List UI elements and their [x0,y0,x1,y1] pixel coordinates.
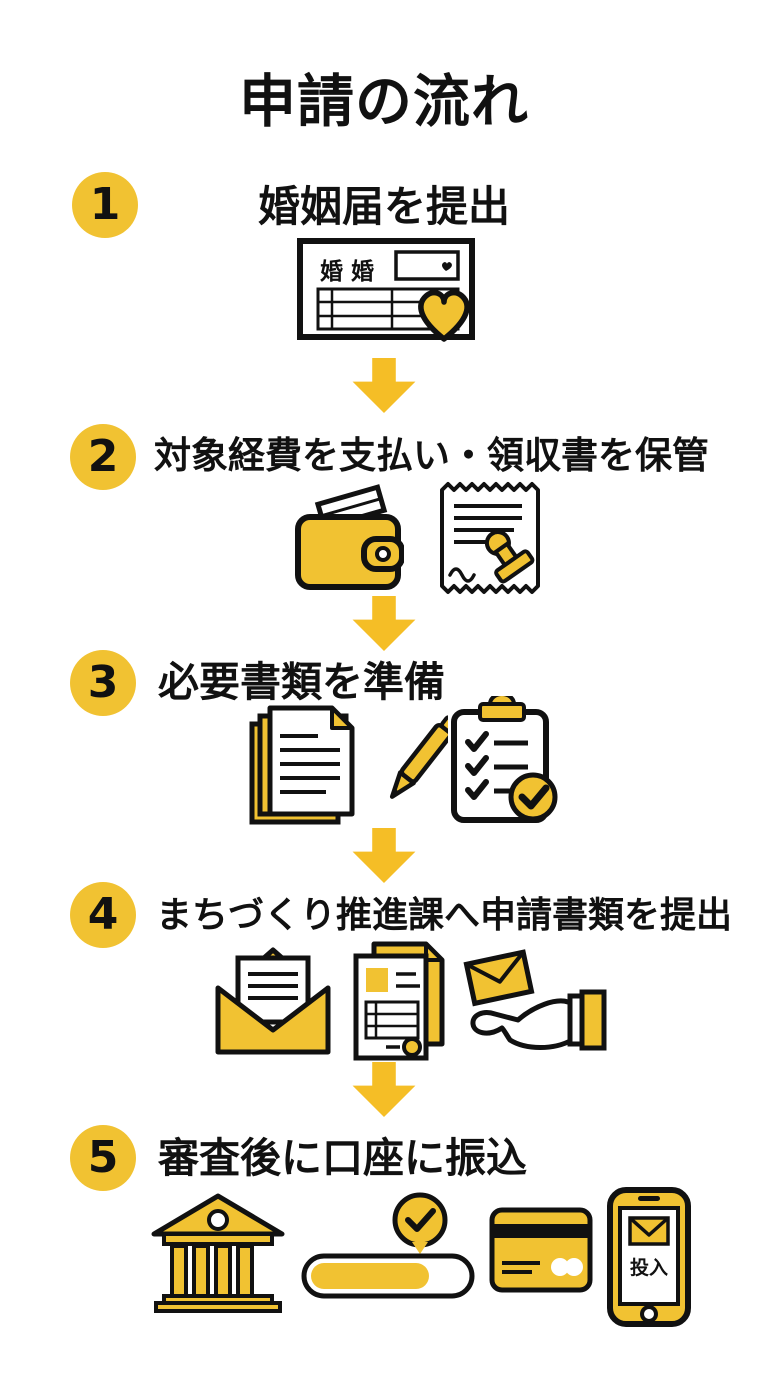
heart-icon [418,289,470,342]
step-3-label: 必要書類を準備 [158,658,445,706]
step-3-number-badge: 3 [70,650,136,716]
step-2-number: 2 [87,431,119,482]
certificate-title-text: 婚 婚 [320,258,374,285]
page-title: 申請の流れ [239,69,529,135]
step-4-number-badge: 4 [70,882,136,948]
step-5-number-badge: 5 [70,1125,136,1191]
step-5-number: 5 [87,1132,119,1183]
step-1-number-badge: 1 [72,172,138,238]
step-1-number: 1 [89,179,121,230]
down-arrow-icon [352,1062,416,1117]
pen-icon [382,702,448,828]
application-form-icon [348,936,450,1064]
down-arrow-icon [352,358,416,413]
progress-check-icon [298,1190,478,1320]
hand-envelope-icon [458,944,610,1060]
smartphone-icon: 投入 [598,1186,700,1328]
down-arrow-icon [352,596,416,651]
step-3-number: 3 [87,657,119,708]
step-2-number-badge: 2 [70,424,136,490]
step-2-label: 対象経費を支払い・領収書を保管 [154,434,709,477]
open-envelope-icon [212,940,334,1058]
document-stack-icon [246,700,362,828]
wallet-icon [292,483,404,595]
step-5-label: 審査後に口座に振込 [158,1134,527,1182]
step-4-label: まちづくり推進課へ申請書類を提出 [156,895,733,936]
down-arrow-icon [352,828,416,883]
smartphone-screen-text: 投入 [630,1256,668,1279]
bank-icon [146,1188,290,1314]
step-1-label: 婚姻届を提出 [257,182,510,231]
credit-card-icon [488,1206,594,1294]
receipt-stamp-icon [436,478,544,598]
checklist-icon [446,696,558,828]
step-4-number: 4 [87,889,119,940]
marriage-certificate-icon: 婚 婚 [296,237,492,349]
